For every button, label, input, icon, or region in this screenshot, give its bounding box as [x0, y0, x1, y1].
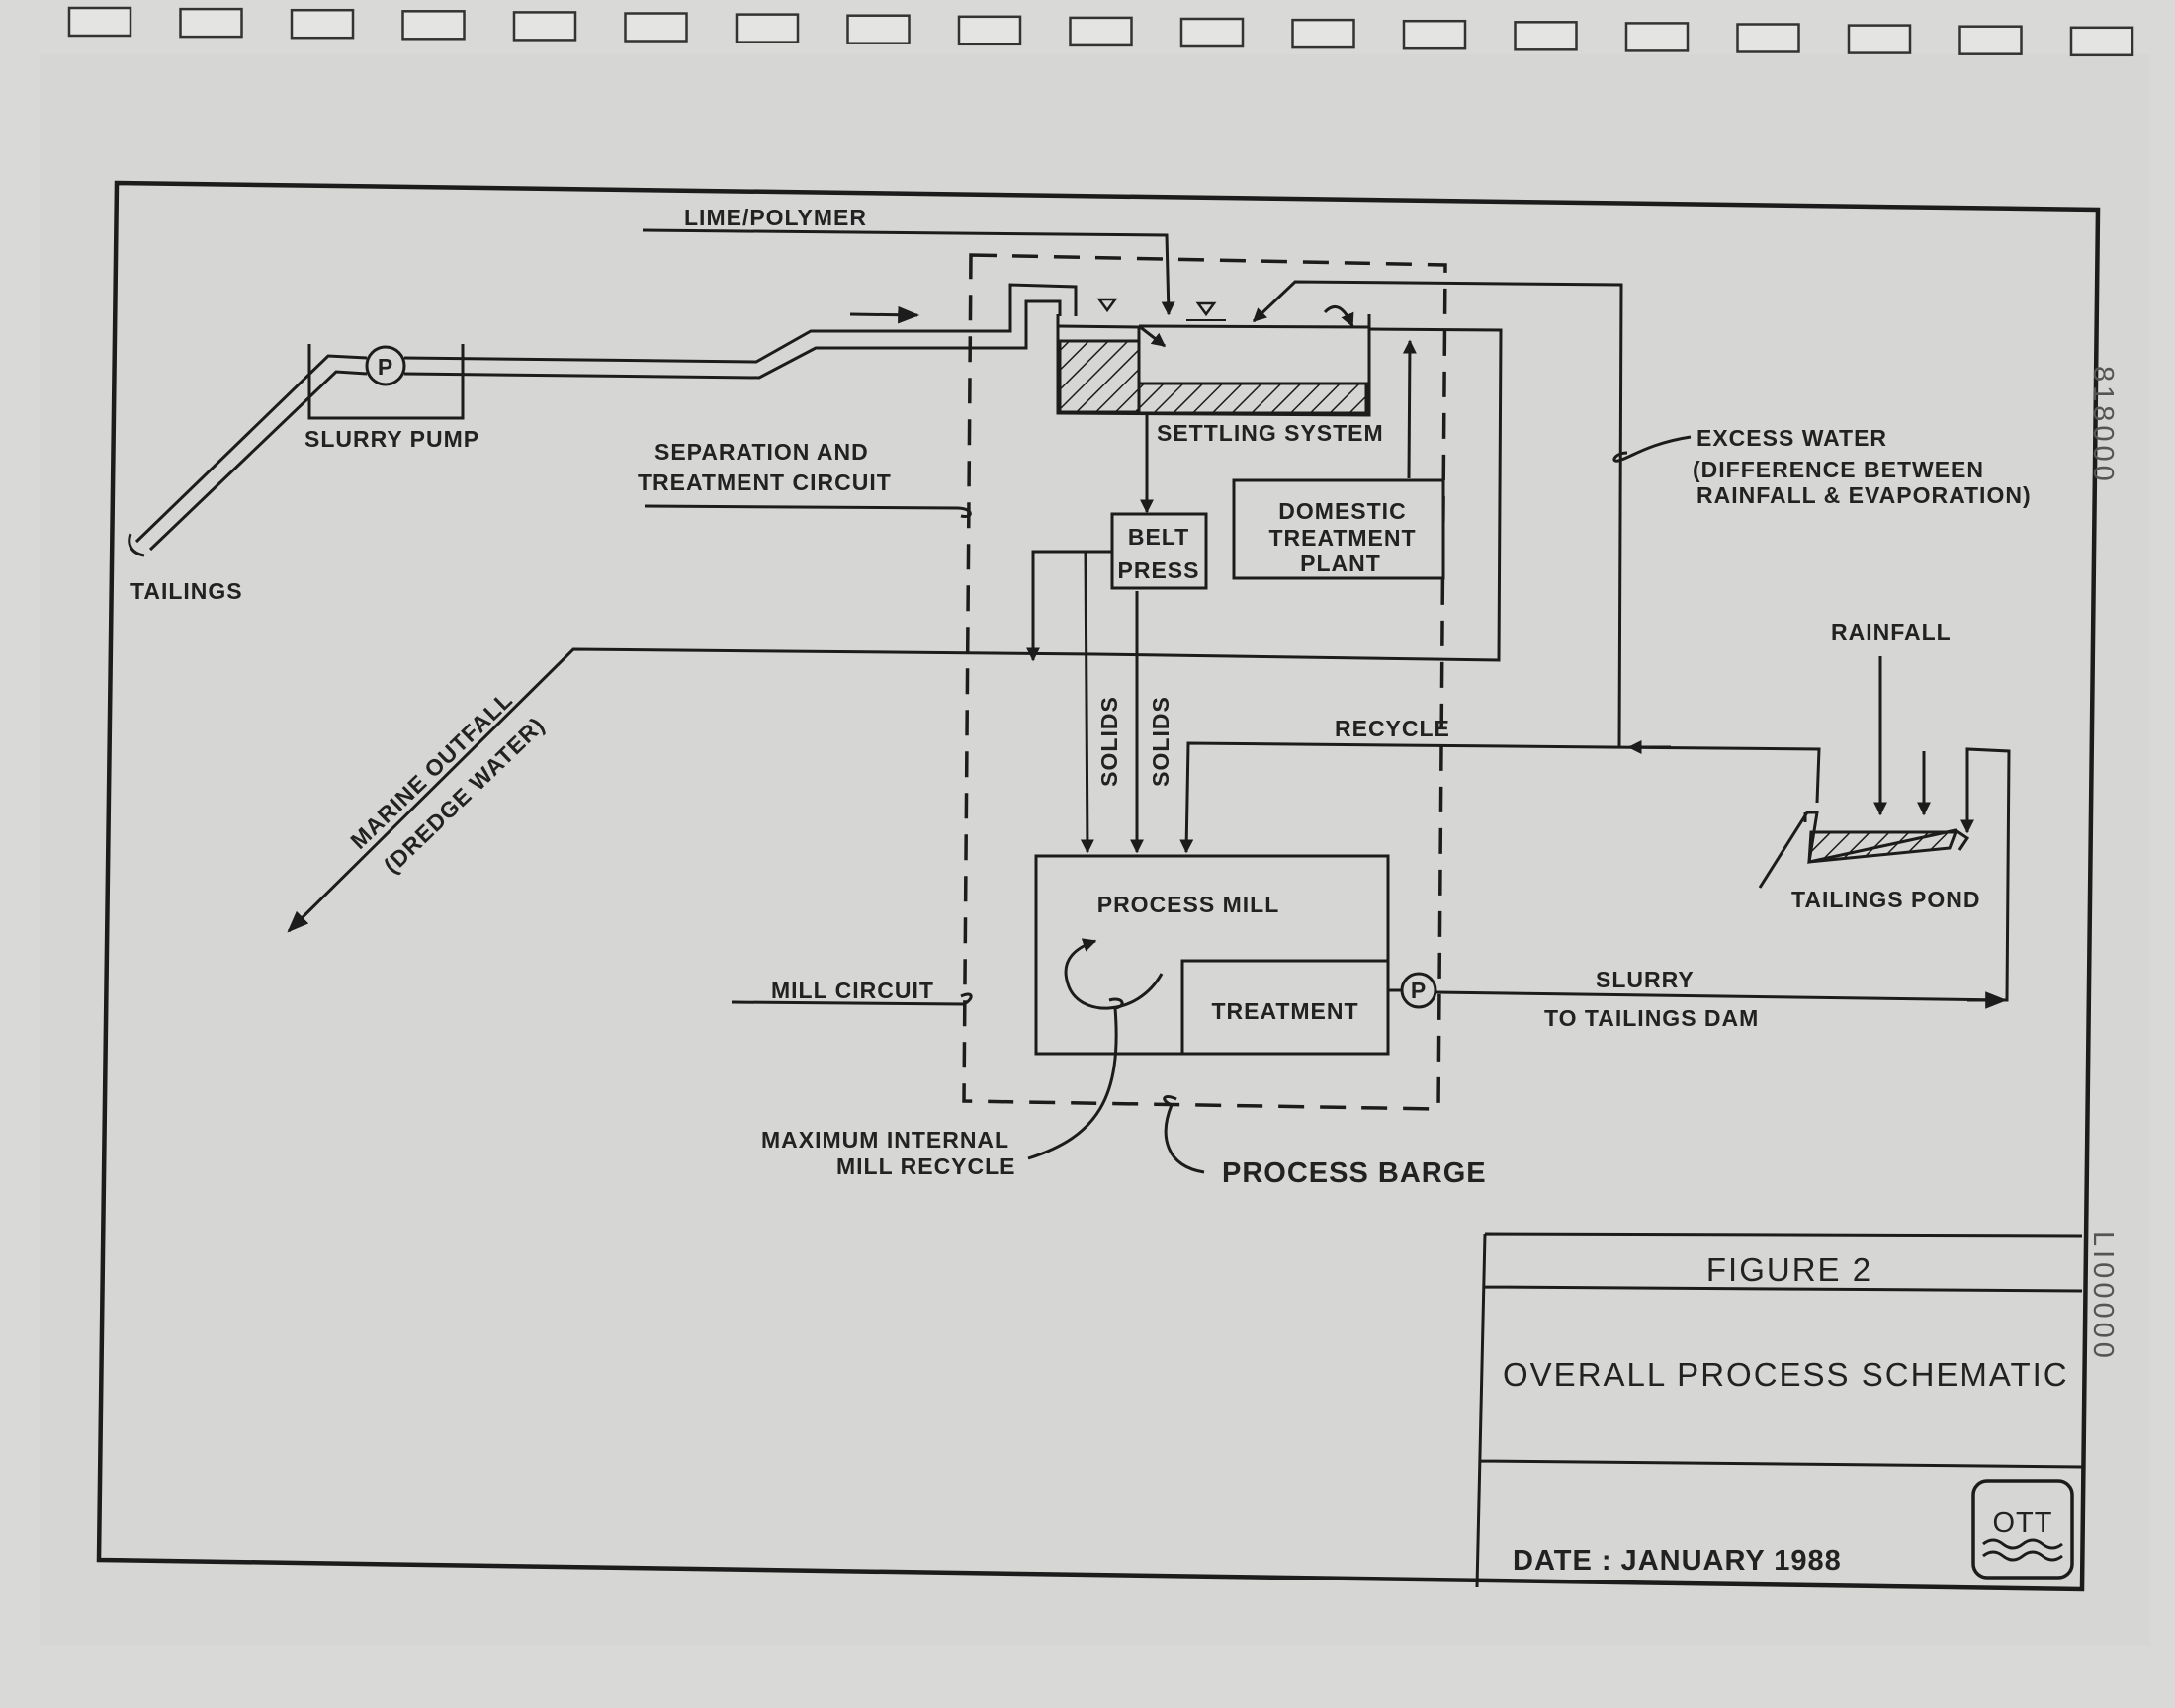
binder-hole: [179, 7, 243, 39]
domestic-label-1: DOMESTIC: [1278, 498, 1406, 524]
margin-code-bottom: LI00000: [2087, 1231, 2119, 1362]
process-mill-label: PROCESS MILL: [1097, 892, 1280, 917]
mill-pump-p: P: [1411, 978, 1427, 1003]
binder-hole: [401, 10, 466, 41]
binder-hole: [1514, 21, 1578, 51]
binder-hole: [1179, 17, 1245, 48]
binder-hole: [1624, 22, 1690, 52]
solids-label-2: SOLIDS: [1148, 696, 1174, 787]
binder-hole: [1736, 23, 1800, 53]
process-barge-label: PROCESS BARGE: [1222, 1157, 1487, 1189]
recycle-label: RECYCLE: [1335, 716, 1450, 741]
binder-hole: [1069, 16, 1133, 47]
margin-code-top: 818000: [2087, 366, 2119, 485]
figure-number: FIGURE 2: [1706, 1251, 1872, 1288]
separation-label-1: SEPARATION AND: [654, 439, 869, 465]
recycle-line: [1179, 741, 1821, 854]
separation-leader: [644, 504, 972, 519]
binder-hole: [1958, 25, 2023, 55]
binder-holes: [67, 6, 2134, 57]
slurry-pump-p: P: [378, 354, 393, 380]
settling-sludge-left: [1058, 339, 1141, 414]
rainfall-label: RAINFALL: [1831, 619, 1952, 644]
mill-circuit-label: MILL CIRCUIT: [771, 978, 934, 1003]
tailings-suction-pipe-inner: [148, 370, 368, 552]
binder-hole: [512, 11, 577, 42]
slurry-pipe-inner: [403, 299, 1062, 380]
binder-hole: [735, 13, 800, 43]
flow-arrow-overflow: [1323, 304, 1354, 328]
lime-polymer-label: LIME/POLYMER: [684, 205, 867, 230]
binder-hole: [2069, 26, 2134, 57]
tailings-pond-label: TAILINGS POND: [1791, 887, 1980, 912]
mill-circuit-leader: [731, 992, 973, 1006]
flow-arrow-slurry: [849, 305, 920, 324]
slurry-pipe-outer: [403, 283, 1078, 364]
process-barge-leader: [1163, 1095, 1205, 1174]
wave-icon: [1982, 1538, 2063, 1562]
separation-label-2: TREATMENT CIRCUIT: [638, 470, 892, 495]
tailings-intake-end: [128, 533, 145, 557]
solids-line-1: [1080, 551, 1094, 854]
lime-polymer-line: [642, 228, 1175, 316]
treatment-box: [1180, 959, 1390, 1056]
settling-water-level-right: [1138, 324, 1370, 329]
domestic-treatment-plant-box: [1232, 478, 1445, 580]
binder-hole: [1847, 24, 1912, 54]
belt-press-label-2: PRESS: [1118, 557, 1200, 583]
domestic-label-3: PLANT: [1300, 551, 1381, 576]
binder-hole: [957, 15, 1022, 46]
settling-sludge-bed: [1137, 382, 1368, 415]
tailings-label: TAILINGS: [130, 578, 243, 604]
excess-water-return-line: [1252, 280, 1623, 747]
water-level-symbol: [1195, 301, 1217, 317]
title-block: FIGURE 2 OVERALL PROCESS SCHEMATIC DATE …: [1475, 1232, 2083, 1588]
slurry-pump-symbol: [365, 345, 406, 386]
excess-water-label-2: (DIFFERENCE BETWEEN: [1693, 457, 1984, 482]
max-recycle-leader: [1027, 997, 1124, 1160]
domestic-label-2: TREATMENT: [1268, 525, 1416, 551]
binder-hole: [1291, 18, 1355, 49]
binder-hole: [1402, 19, 1467, 50]
internal-recycle-arrow: [1064, 938, 1164, 1010]
binder-hole: [846, 14, 911, 44]
tailings-suction-pipe-outer: [134, 354, 368, 544]
water-level-symbol: [1096, 298, 1118, 313]
slurry-label: SLURRY: [1596, 967, 1695, 992]
slurry-pump-label: SLURRY PUMP: [304, 426, 479, 452]
slurry-to-tailings-line: [1435, 747, 2011, 1002]
slurry-pump-sump: [307, 344, 465, 420]
to-tailings-dam-label: TO TAILINGS DAM: [1544, 1005, 1759, 1031]
ott-logo-text: OTT: [1993, 1507, 2053, 1539]
figure-title: OVERALL PROCESS SCHEMATIC: [1503, 1356, 2069, 1393]
excess-water-label-3: RAINFALL & EVAPORATION): [1696, 482, 2032, 508]
domestic-plant-return: [1402, 339, 1417, 479]
marine-outfall-line: [287, 647, 1096, 933]
settling-system-label: SETTLING SYSTEM: [1157, 420, 1384, 446]
excess-water-label-1: EXCESS WATER: [1696, 425, 1887, 451]
binder-hole: [290, 8, 355, 40]
belt-press-label-1: BELT: [1128, 524, 1189, 550]
figure-date: DATE : JANUARY 1988: [1513, 1545, 1842, 1577]
treatment-label: TREATMENT: [1211, 998, 1358, 1024]
max-recycle-label-2: MILL RECYCLE: [836, 1153, 1016, 1179]
settling-water-level-left: [1057, 324, 1140, 329]
drawing-border: [96, 180, 2101, 1592]
settling-overflow-line: [1094, 327, 1503, 662]
binder-hole: [624, 12, 688, 43]
binder-hole: [67, 6, 132, 38]
excess-water-leader: [1612, 435, 1692, 463]
ott-logo: [1971, 1479, 2074, 1580]
max-recycle-label-1: MAXIMUM INTERNAL: [761, 1127, 1009, 1153]
solids-label-1: SOLIDS: [1096, 696, 1122, 787]
flow-arrow-internal: [1138, 324, 1167, 348]
tailings-pond-sludge: [1807, 830, 1958, 864]
